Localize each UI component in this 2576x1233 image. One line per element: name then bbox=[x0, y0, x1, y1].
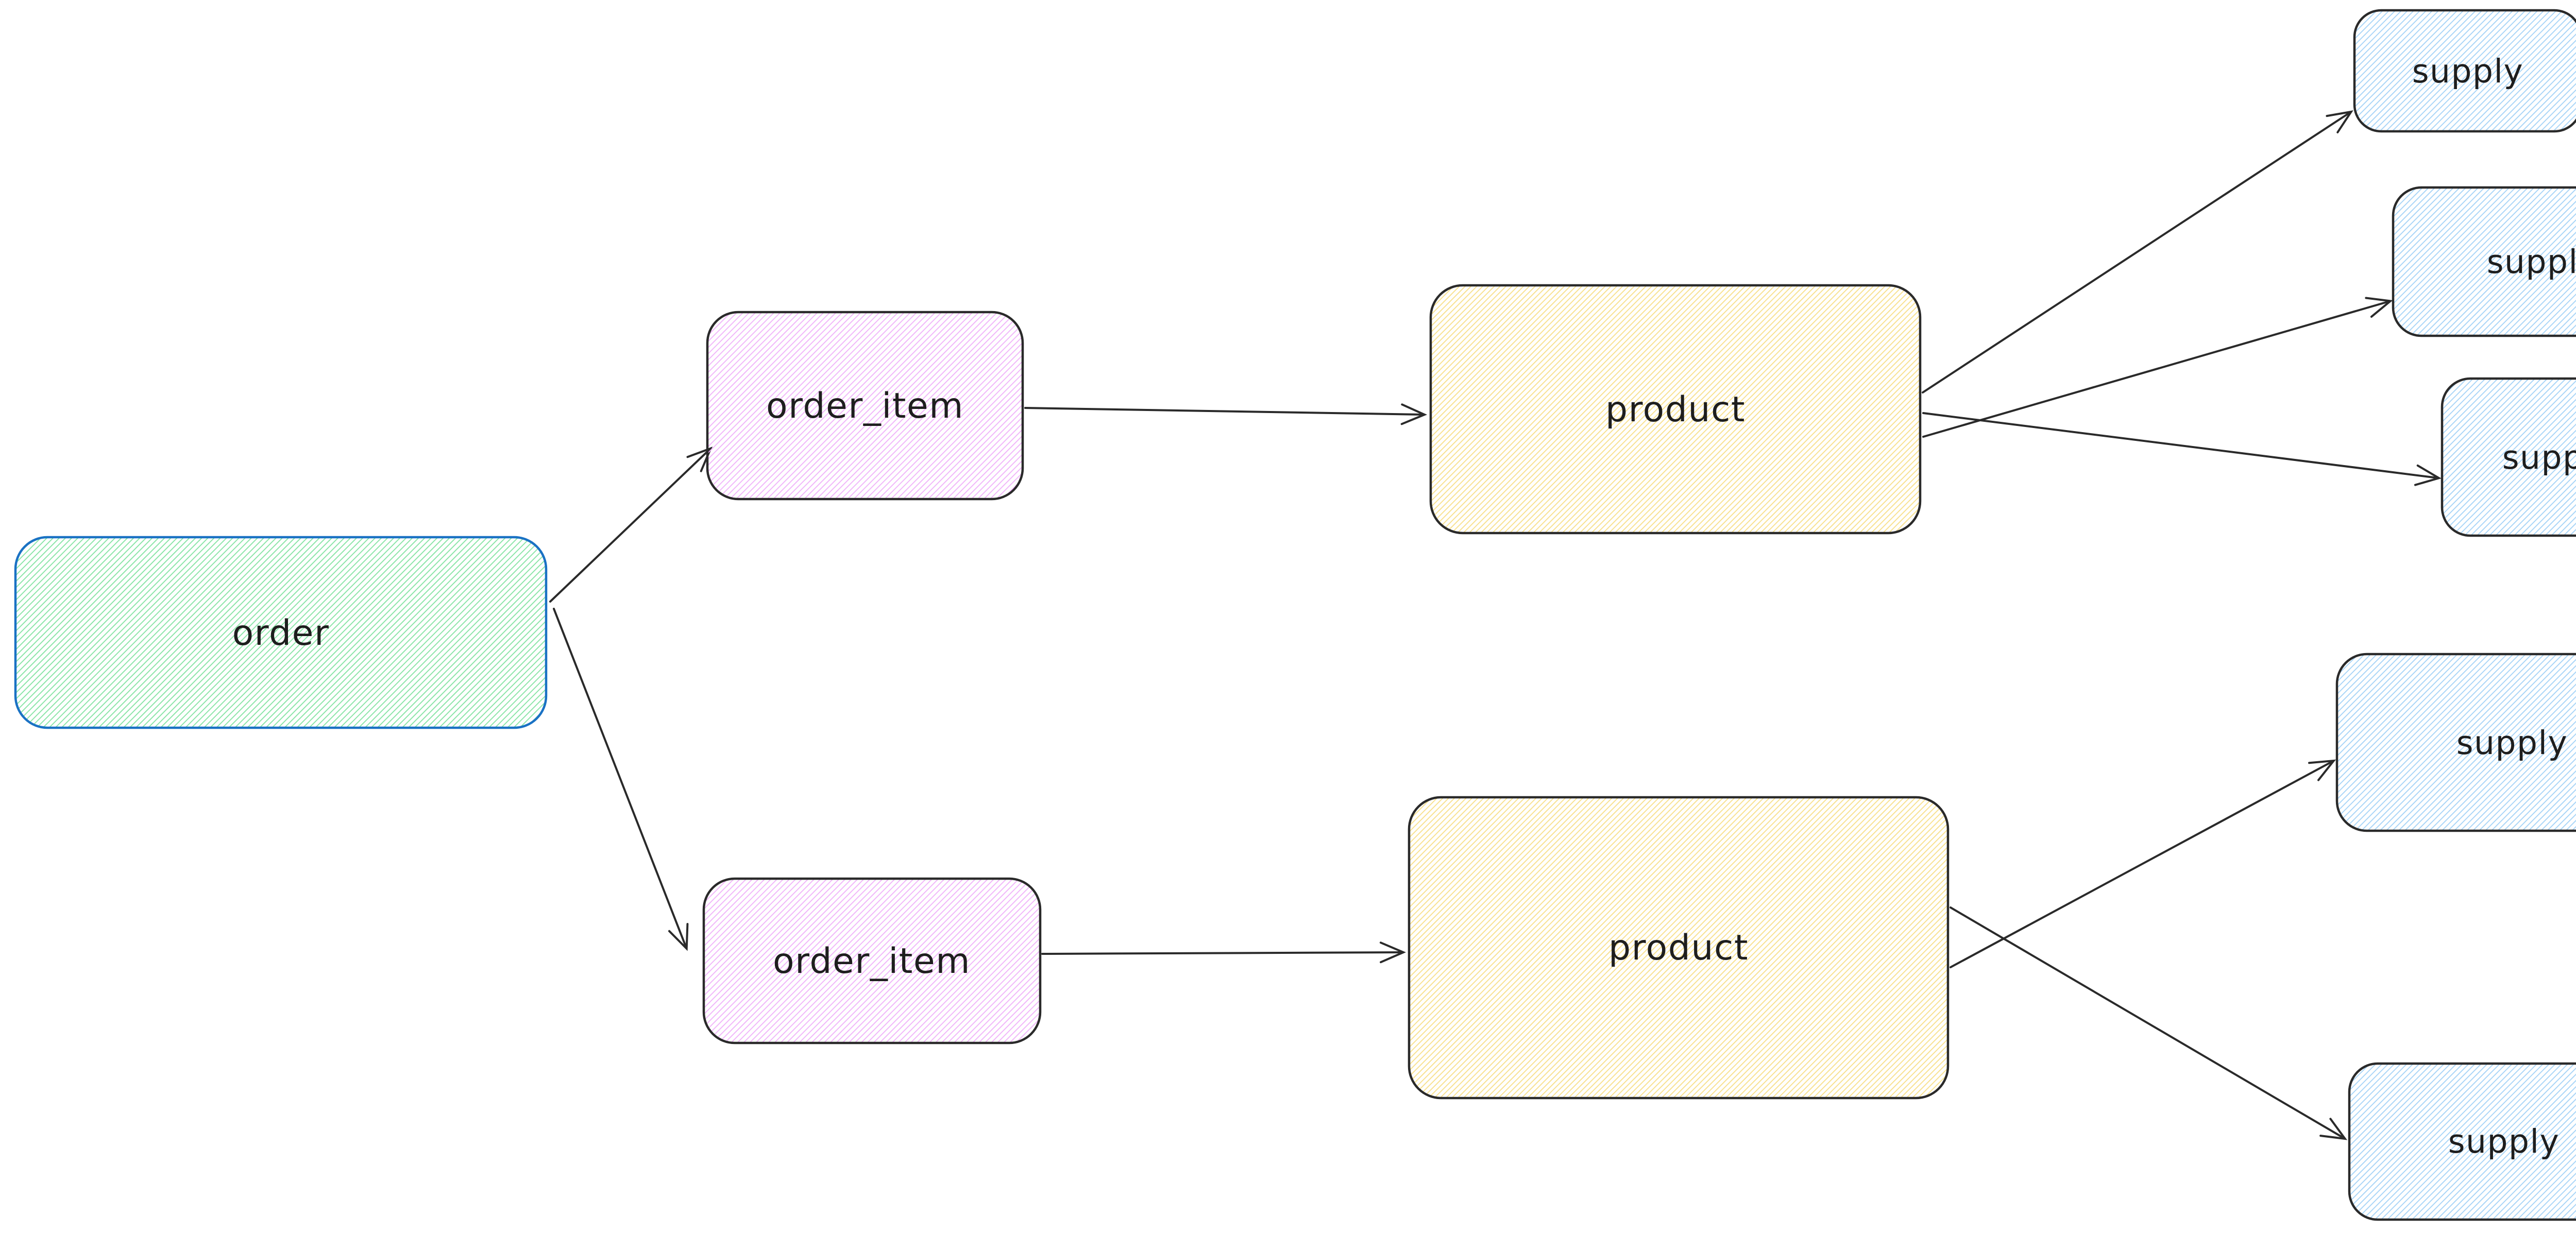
order-item-top-box-shape[interactable] bbox=[706, 311, 1024, 501]
node-order-item-bottom[interactable]: order_item bbox=[702, 877, 1042, 1044]
edge-product-bottom-to-supply-5[interactable] bbox=[1950, 906, 2348, 1140]
order-box-label: order bbox=[232, 613, 330, 654]
supply-2-label: supply bbox=[2487, 243, 2576, 281]
product-bottom-box-shape[interactable] bbox=[1408, 796, 1950, 1100]
arrow-shaft[interactable] bbox=[1922, 297, 2393, 438]
edge-product-top-to-supply-1[interactable] bbox=[1922, 110, 2353, 393]
arrow-shaft[interactable] bbox=[553, 608, 689, 951]
node-supply-5[interactable]: supply bbox=[2348, 1062, 2576, 1221]
supply-4-box-shape[interactable] bbox=[2335, 653, 2576, 832]
supply-1-box-shape[interactable] bbox=[2353, 9, 2576, 133]
node-order-item-top[interactable]: order_item bbox=[706, 311, 1024, 501]
edge-product-top-to-supply-2[interactable] bbox=[1922, 297, 2393, 438]
edge-order-item-top-to-product-top[interactable] bbox=[1024, 403, 1428, 425]
product-top-label: product bbox=[1605, 389, 1745, 430]
arrow-shaft[interactable] bbox=[1041, 941, 1406, 964]
node-supply-4[interactable]: supply bbox=[2335, 653, 2576, 832]
edge-order-to-order-item-bottom[interactable] bbox=[553, 608, 689, 951]
edge-product-bottom-to-supply-4[interactable] bbox=[1950, 759, 2336, 968]
node-supply-1[interactable]: supply bbox=[2353, 9, 2576, 133]
product-top-box-shape[interactable] bbox=[1429, 284, 1922, 535]
arrow-shaft[interactable] bbox=[1922, 110, 2353, 393]
order-item-top-label: order_item bbox=[766, 386, 964, 426]
edge-order-item-bottom-to-product-bottom[interactable] bbox=[1041, 941, 1406, 964]
order-item-bottom-box-shape[interactable] bbox=[702, 877, 1042, 1044]
supply-4-label: supply bbox=[2456, 724, 2568, 762]
supply-3-label: supply bbox=[2502, 439, 2576, 476]
arrow-shaft[interactable] bbox=[1950, 759, 2336, 968]
node-supply-2[interactable]: supply bbox=[2392, 186, 2576, 337]
edge-order-to-order-item-top[interactable] bbox=[549, 447, 713, 603]
edge-product-top-to-supply-3[interactable] bbox=[1922, 412, 2442, 486]
supply-5-label: supply bbox=[2448, 1123, 2560, 1160]
node-order[interactable]: order bbox=[14, 536, 548, 729]
node-supply-3[interactable]: supply bbox=[2441, 377, 2576, 537]
order-item-bottom-label: order_item bbox=[773, 941, 971, 982]
node-product-top[interactable]: product bbox=[1429, 284, 1922, 535]
supply-5-box-shape[interactable] bbox=[2348, 1062, 2576, 1221]
supply-1-label: supply bbox=[2412, 53, 2524, 90]
arrow-shaft[interactable] bbox=[1922, 412, 2442, 486]
order-box-shape[interactable] bbox=[14, 536, 548, 729]
arrow-shaft[interactable] bbox=[1950, 906, 2348, 1140]
node-product-bottom[interactable]: product bbox=[1408, 796, 1950, 1100]
supply-3-box-shape[interactable] bbox=[2441, 377, 2576, 537]
arrow-shaft[interactable] bbox=[1024, 403, 1428, 425]
supply-2-box-shape[interactable] bbox=[2392, 186, 2576, 337]
arrow-shaft[interactable] bbox=[549, 447, 713, 603]
product-bottom-label: product bbox=[1608, 928, 1749, 968]
